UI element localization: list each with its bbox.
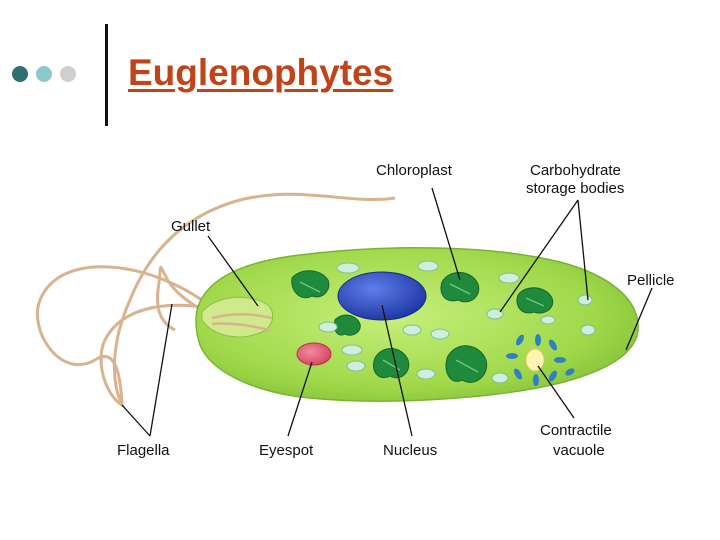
short-flagellum — [155, 265, 206, 332]
title-divider — [105, 24, 108, 126]
label-contractile-line1: Contractile — [540, 422, 612, 439]
label-chloroplast: Chloroplast — [376, 162, 453, 179]
label-nucleus: Nucleus — [383, 442, 437, 459]
nucleus — [337, 271, 427, 321]
storage-body — [486, 308, 504, 320]
label-carbohydrate-line1: Carbohydrate — [530, 162, 621, 179]
chloroplast — [333, 314, 361, 336]
label-pellicle: Pellicle — [627, 272, 675, 289]
storage-body — [336, 262, 360, 274]
storage-body — [430, 328, 450, 340]
eyespot — [296, 342, 332, 366]
chloroplast — [516, 287, 554, 314]
label-carbohydrate-line2: storage bodies — [526, 180, 624, 197]
storage-body — [341, 344, 363, 356]
storage-body — [416, 368, 436, 380]
storage-body — [402, 324, 422, 336]
storage-body — [540, 315, 556, 325]
bullet-dots — [12, 66, 76, 82]
chloroplast — [445, 345, 488, 383]
storage-body — [498, 272, 520, 284]
storage-body — [491, 372, 509, 384]
bullet-dot-light — [36, 66, 52, 82]
long-flagellum — [99, 192, 396, 409]
bullet-dot-dark — [12, 66, 28, 82]
storage-body — [318, 321, 338, 333]
contractile-vacuole — [506, 334, 575, 386]
label-gullet: Gullet — [171, 218, 211, 235]
bullet-dot-grey — [60, 66, 76, 82]
chloroplast — [291, 270, 330, 299]
slide-title: Euglenophytes — [128, 52, 394, 93]
storage-body — [346, 360, 366, 372]
label-eyespot: Eyespot — [259, 442, 314, 459]
storage-body — [577, 294, 593, 306]
long-flagellum-outer — [35, 265, 211, 406]
storage-body — [417, 260, 439, 272]
chloroplast — [440, 272, 480, 303]
label-flagella: Flagella — [117, 442, 170, 459]
chloroplast — [373, 348, 410, 379]
storage-body — [580, 324, 596, 336]
label-contractile-line2: vacuole — [553, 442, 605, 459]
